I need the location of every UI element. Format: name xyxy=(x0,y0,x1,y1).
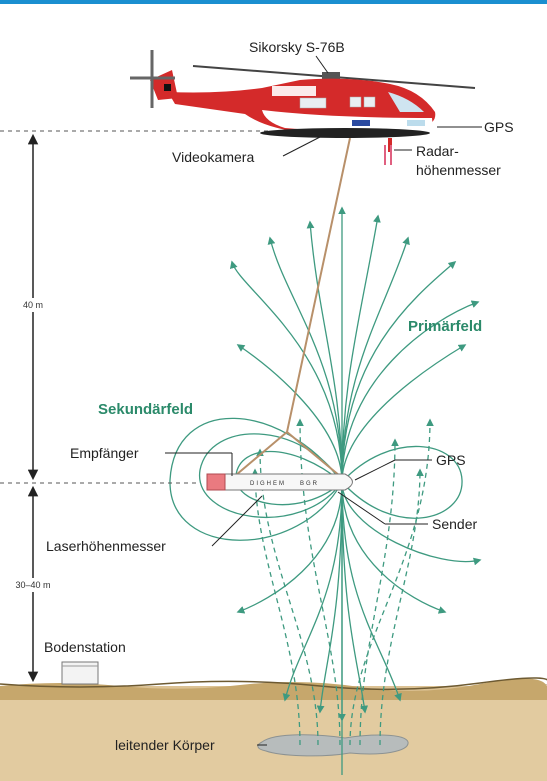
helicopter-label: Sikorsky S-76B xyxy=(249,39,345,55)
bodenstation-label: Bodenstation xyxy=(44,639,126,655)
helicopter xyxy=(130,50,476,165)
field-lines xyxy=(169,206,482,775)
secondary-field-dashed xyxy=(296,418,341,746)
field-line-down xyxy=(341,481,369,714)
field-line-up xyxy=(341,300,480,483)
sender-label: Sender xyxy=(432,516,477,532)
field-line-down xyxy=(341,481,447,614)
field-line-up xyxy=(341,214,381,483)
radar-label-line2: höhenmesser xyxy=(416,162,501,178)
primaerfeld-label: Primärfeld xyxy=(408,318,482,335)
top-bar xyxy=(0,0,547,4)
secondary-field-dashed xyxy=(251,468,301,746)
sekundaerfeld-label: Sekundärfeld xyxy=(98,401,193,418)
bird-text-bgr: BGR xyxy=(300,481,319,487)
ground-station xyxy=(61,661,99,685)
altitude-label-30-40m: 30–40 m xyxy=(15,580,50,590)
field-line-down xyxy=(341,481,482,566)
field-line-up xyxy=(229,260,343,483)
secondary-field-dashed xyxy=(359,438,399,746)
field-line-down xyxy=(316,481,343,714)
leader-lines xyxy=(165,55,482,746)
conductive-body xyxy=(257,734,409,757)
field-line-down xyxy=(236,481,343,614)
tow-cable xyxy=(235,137,351,476)
altitude-label-40m: 40 m xyxy=(23,300,43,310)
gps-top-label: GPS xyxy=(484,119,514,135)
secondary-field-dashed xyxy=(349,418,434,746)
receiver-box xyxy=(206,473,226,491)
koerper-label: leitender Körper xyxy=(115,737,215,753)
secondary-field-dashed xyxy=(379,468,424,746)
bird-sensor: DIGHEM BGR xyxy=(206,473,353,491)
secondary-field-loop xyxy=(341,445,463,519)
gps-bird-label: GPS xyxy=(436,452,466,468)
secondary-field-loop xyxy=(199,433,343,519)
laser-label: Laserhöhenmesser xyxy=(46,538,166,554)
field-line-up xyxy=(267,236,343,483)
field-line-up xyxy=(306,220,343,483)
tow-cable-rear xyxy=(286,431,341,477)
secondary-field-dashed xyxy=(256,448,319,746)
altitude-arrows xyxy=(8,133,60,683)
empfaenger-label: Empfänger xyxy=(70,445,139,461)
field-line-up xyxy=(341,260,457,483)
field-line-up xyxy=(341,344,467,483)
field-line-down xyxy=(341,481,402,702)
ground xyxy=(0,677,547,781)
videokamera-label: Videokamera xyxy=(172,149,254,165)
secondary-field-loop xyxy=(169,417,343,541)
bird-text-dighem: DIGHEM xyxy=(250,481,286,487)
field-line-down xyxy=(282,481,343,702)
radar-label-line1: Radar- xyxy=(416,143,459,159)
field-line-up xyxy=(236,344,343,483)
